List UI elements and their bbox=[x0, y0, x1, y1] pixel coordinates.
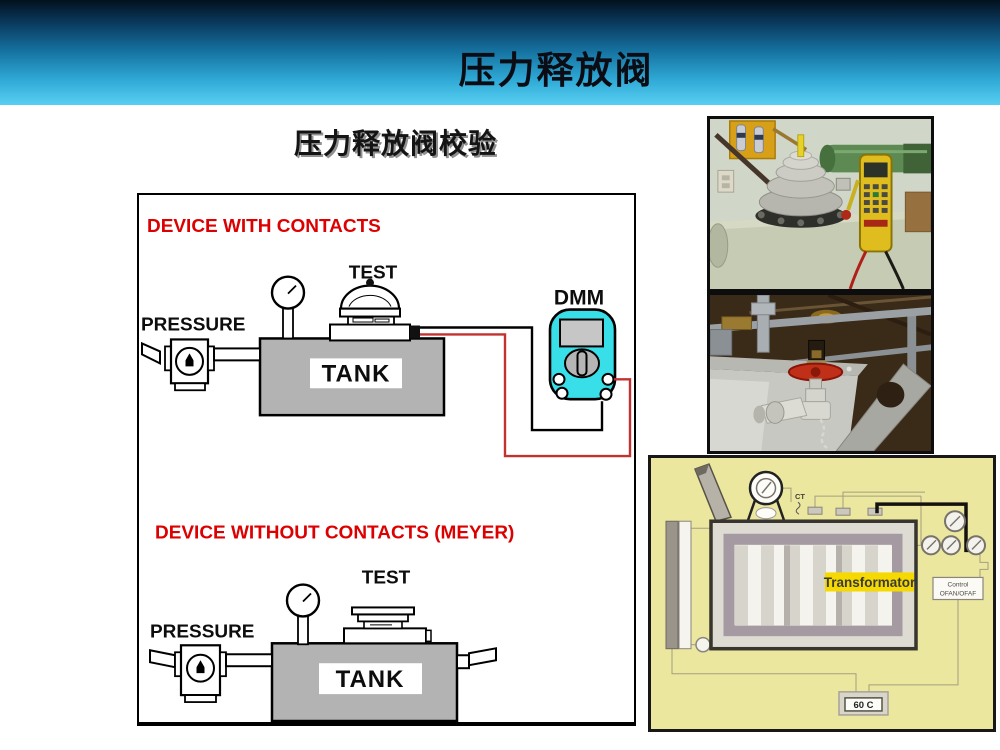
black-lead bbox=[884, 250, 905, 289]
pipe-1 bbox=[213, 347, 261, 362]
slide-header: 压力释放阀 bbox=[0, 0, 1000, 105]
test-label-2: TEST bbox=[362, 568, 411, 589]
slide-subtitle: 压力释放阀校验 bbox=[294, 128, 498, 159]
ct-symbol bbox=[795, 501, 801, 515]
pressure-device-1 bbox=[141, 338, 261, 392]
valve-test-diagram-panel: DEVICE WITH CONTACTS TEST PRESSURE TANK bbox=[137, 193, 636, 726]
relief-valve-1 bbox=[329, 278, 420, 342]
red-test-lead bbox=[420, 333, 632, 458]
temperature-label: 60 C bbox=[853, 700, 873, 711]
cooling-gauges bbox=[921, 510, 986, 556]
valve-pin bbox=[797, 134, 805, 158]
radiator bbox=[665, 520, 711, 653]
brass-fitting bbox=[721, 316, 752, 331]
section1-title: DEVICE WITH CONTACTS bbox=[147, 216, 381, 237]
tank-1-label-plate bbox=[310, 358, 402, 389]
wood-block bbox=[904, 191, 931, 233]
tank-terminals bbox=[807, 506, 883, 516]
section2-title: DEVICE WITHOUT CONTACTS (MEYER) bbox=[155, 523, 514, 544]
slide-title: 压力释放阀 bbox=[458, 50, 654, 91]
contact-block bbox=[835, 177, 851, 191]
outlet-nozzle bbox=[456, 647, 497, 670]
vertical-pipe bbox=[756, 295, 770, 353]
pressure-gauge-1 bbox=[270, 275, 306, 340]
dome-knob bbox=[366, 278, 374, 287]
drain-valve bbox=[753, 339, 844, 451]
photo-relief-valve-test bbox=[707, 116, 934, 292]
pipe-2 bbox=[225, 653, 273, 668]
tank-label-2: TANK bbox=[336, 666, 405, 693]
probe bbox=[846, 179, 860, 211]
lifting-lug bbox=[835, 363, 931, 451]
photo-relief-valve-installed bbox=[707, 292, 934, 454]
red-lead bbox=[848, 250, 868, 289]
inlet-nozzle-2 bbox=[149, 649, 176, 669]
photo-relief-valve-test-scene bbox=[710, 119, 931, 289]
control-box-line1: Control bbox=[948, 581, 969, 588]
photo-valve-installed-scene bbox=[710, 295, 931, 451]
alligator-clip bbox=[841, 209, 852, 220]
contact-terminal bbox=[410, 325, 420, 339]
diagram-without-contacts: DEVICE WITHOUT CONTACTS (MEYER) TEST PRE… bbox=[149, 523, 514, 722]
diagram-with-contacts: DEVICE WITH CONTACTS TEST PRESSURE TANK bbox=[141, 216, 632, 458]
control-box: Control OFAN/OFAF bbox=[932, 576, 984, 601]
handheld-multimeter bbox=[841, 153, 905, 289]
gauge-needle bbox=[287, 285, 297, 295]
pressure-label-2: PRESSURE bbox=[150, 621, 254, 642]
pressure-device-2 bbox=[149, 644, 273, 703]
valve-test-diagram: DEVICE WITH CONTACTS TEST PRESSURE TANK bbox=[141, 216, 632, 722]
relief-valve-photo bbox=[755, 134, 851, 228]
bushing-funnel bbox=[694, 463, 733, 523]
pressure-gauge-2 bbox=[285, 583, 321, 646]
dmm-label: DMM bbox=[554, 287, 604, 310]
pressure-label-1: PRESSURE bbox=[141, 315, 245, 336]
transformer-highlight bbox=[825, 572, 914, 592]
temperature-indicator: 60 C bbox=[838, 691, 889, 716]
dmm-multimeter: DMM bbox=[548, 287, 617, 401]
gauge-needle bbox=[302, 592, 312, 603]
tank-label-1: TANK bbox=[322, 360, 391, 387]
transformer-label: Transformator bbox=[824, 575, 916, 590]
inlet-nozzle-1 bbox=[141, 341, 161, 365]
transformer-schematic: CT bbox=[665, 463, 989, 716]
oil-pump bbox=[695, 636, 711, 653]
tank-2-label-plate bbox=[319, 663, 422, 695]
transformer-schematic-panel: CT bbox=[648, 455, 996, 732]
black-test-lead bbox=[420, 326, 604, 432]
transformer-tank: Transformator bbox=[709, 519, 918, 651]
chain bbox=[819, 418, 830, 451]
ct-label: CT bbox=[795, 492, 805, 501]
windings bbox=[735, 545, 892, 626]
control-box-line2: OFAN/OFAF bbox=[940, 590, 976, 597]
test-label-1: TEST bbox=[349, 263, 398, 284]
dmm-display bbox=[559, 318, 604, 348]
wall-outlet bbox=[717, 169, 735, 193]
relief-device-gauge bbox=[746, 470, 786, 521]
relief-valve-2-meyer bbox=[343, 606, 432, 645]
